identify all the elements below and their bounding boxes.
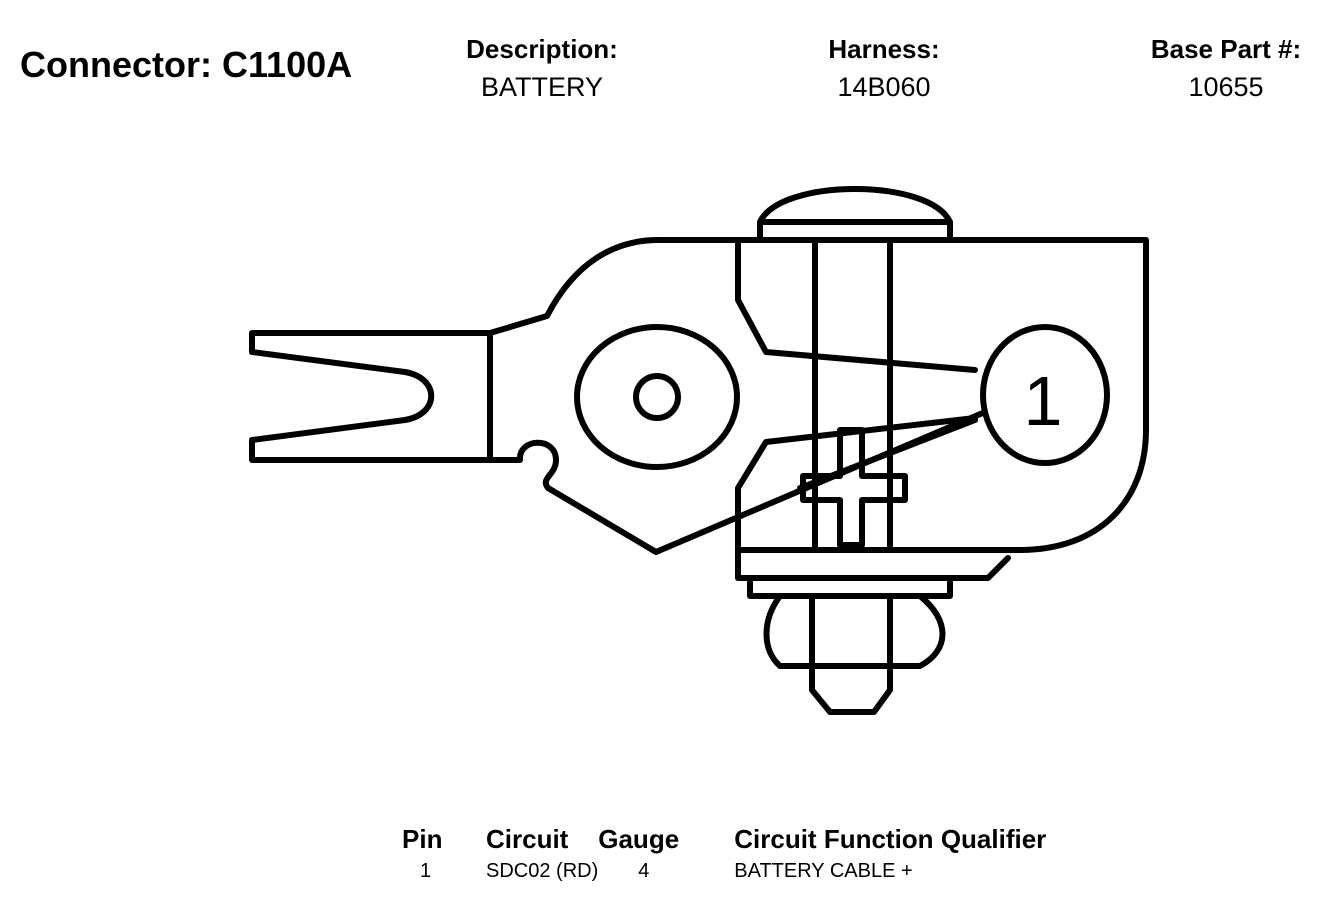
callout-line xyxy=(797,417,978,491)
cell-function: BATTERY CABLE + xyxy=(734,860,913,882)
set-screw xyxy=(800,427,908,548)
table-row: 1 SDC02 (RD) 4 BATTERY CABLE + xyxy=(400,856,1046,886)
eyelet-oval xyxy=(574,324,740,470)
harness-value: 14B060 xyxy=(837,72,931,102)
description-block: Description: BATTERY xyxy=(442,34,642,102)
base-part-block: Base Part #: 10655 xyxy=(1126,34,1326,102)
cell-circuit: SDC02 (RD) xyxy=(486,860,599,882)
cell-pin: 1 xyxy=(420,860,432,882)
base-plate xyxy=(735,547,1011,581)
header-pin: Pin xyxy=(402,824,443,854)
harness-label: Harness: xyxy=(828,34,940,64)
connector-label: Connector: xyxy=(20,44,212,85)
pin-callout-number: 1 xyxy=(1024,362,1063,440)
pin-table-header: Pin Circuit Gauge Circuit Function Quali… xyxy=(400,822,1046,856)
fork-terminal xyxy=(249,330,493,463)
pin-table: Pin Circuit Gauge Circuit Function Quali… xyxy=(400,822,1046,886)
connector-title: Connector: C1100A xyxy=(20,44,352,86)
header-function: Circuit Function xyxy=(734,824,934,854)
bolt-tip xyxy=(809,663,893,715)
connector-id: C1100A xyxy=(222,44,353,85)
header-circuit: Circuit xyxy=(486,824,569,854)
terminal-body xyxy=(487,237,1149,555)
header-qualifier: Qualifier xyxy=(940,824,1047,854)
pin-callout-circle xyxy=(980,324,1110,466)
nut xyxy=(763,593,946,669)
header-gauge: Gauge xyxy=(598,824,680,854)
base-part-value: 10655 xyxy=(1188,72,1264,102)
bolt-head xyxy=(757,186,953,225)
harness-block: Harness: 14B060 xyxy=(784,34,984,102)
base-part-label: Base Part #: xyxy=(1150,34,1302,64)
header-function-qualifier: Circuit Function Qualifier xyxy=(734,822,1046,856)
eyelet-hole xyxy=(633,373,681,421)
description-label: Description: xyxy=(466,34,618,64)
cell-gauge: 4 xyxy=(638,860,650,882)
description-value: BATTERY xyxy=(480,72,604,102)
